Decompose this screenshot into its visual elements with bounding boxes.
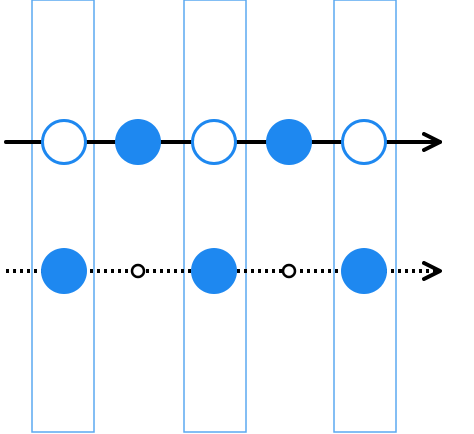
sequence-nodes (41, 119, 387, 294)
top-row-node-3-hollow (191, 119, 237, 165)
bottom-row-node-2-small-hollow (130, 263, 146, 279)
top-row-node-2-filled (115, 119, 161, 165)
top-row-node-5-hollow (341, 119, 387, 165)
column-frame-3 (333, 0, 397, 433)
column-frames (31, 0, 397, 433)
top-row-node-1-hollow (41, 119, 87, 165)
bottom-row-node-5-filled (341, 248, 387, 294)
top-row-node-4-filled (266, 119, 312, 165)
bottom-row-node-3-filled (191, 248, 237, 294)
column-frame-1 (31, 0, 95, 433)
column-frame-2 (183, 0, 247, 433)
bottom-row-node-4-small-hollow (281, 263, 297, 279)
bottom-row-node-1-filled (41, 248, 87, 294)
